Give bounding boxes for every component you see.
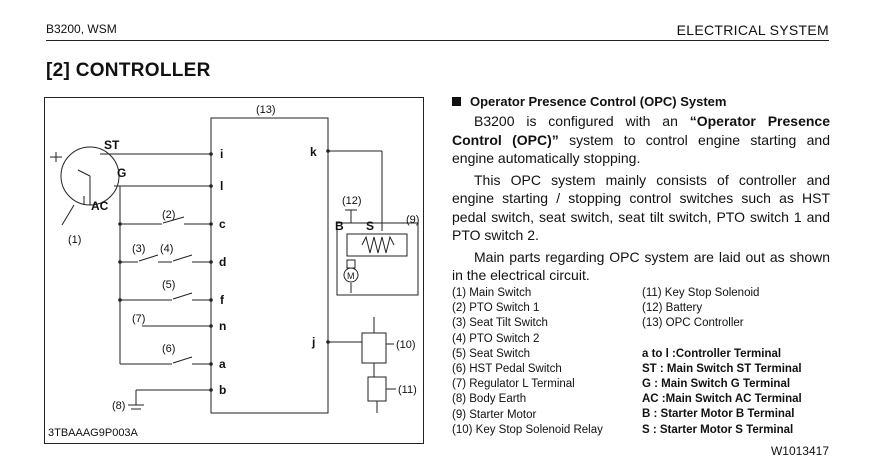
- legend-item: (1) Main Switch: [452, 287, 532, 299]
- legend-terminal-item: S : Starter Motor S Terminal: [642, 423, 794, 436]
- terminal-j: j: [311, 335, 315, 349]
- terminal-l: l: [220, 179, 223, 193]
- controller-box: [210, 117, 329, 414]
- label-n7: (7): [132, 313, 145, 325]
- p1-bold: “Operator Presence Control (OPC)”: [452, 113, 830, 148]
- footer-id: W1013417: [770, 444, 829, 458]
- label-controller: (13): [256, 104, 276, 116]
- terminal-n: n: [219, 319, 226, 333]
- label-st: ST: [104, 138, 120, 152]
- legend-item: (5) Seat Switch: [452, 347, 530, 360]
- legend-item: (7) Regulator L Terminal: [452, 378, 575, 391]
- terminal-d: d: [219, 255, 226, 269]
- opc-paragraph-1: B3200 is configured with an “Operator Pr…: [452, 112, 830, 168]
- label-n6: (6): [162, 343, 175, 355]
- legend-terminal-item: B : Starter Motor B Terminal: [642, 408, 795, 421]
- diagram-frame: [44, 97, 424, 444]
- legend-terminal-item: G : Main Switch G Terminal: [642, 378, 791, 391]
- terminal-i: i: [220, 147, 223, 161]
- header-model: B3200, WSM: [46, 22, 117, 36]
- terminal-c: c: [219, 217, 226, 231]
- opc-description: Operator Presence Control (OPC) System B…: [452, 92, 830, 285]
- terminal-a: a: [219, 357, 226, 371]
- legend-item: (8) Body Earth: [452, 393, 527, 406]
- opc-title-text: Operator Presence Control (OPC) System: [470, 94, 727, 109]
- opc-paragraph-3: Main parts regarding OPC system are laid…: [452, 248, 830, 284]
- label-ac: AC: [91, 199, 109, 213]
- p1-part-b: system to control engine starting and en…: [452, 131, 830, 167]
- label-n8: (8): [112, 400, 125, 412]
- label-n2: (2): [162, 209, 175, 221]
- terminal-b: b: [219, 383, 226, 397]
- legend-item: (13) OPC Controller: [642, 317, 744, 330]
- legend-item: (4) PTO Switch 2: [452, 332, 540, 345]
- label-n4: (4): [160, 243, 173, 255]
- opc-title: Operator Presence Control (OPC) System: [452, 94, 830, 109]
- opc-paragraph-2: This OPC system mainly consists of contr…: [452, 171, 830, 244]
- label-motor-s: S: [366, 219, 374, 233]
- legend-item: (6) HST Pedal Switch: [452, 363, 562, 376]
- label-g: G: [117, 166, 126, 180]
- terminal-f: f: [220, 293, 225, 307]
- legend-item: (9) Starter Motor: [452, 408, 537, 421]
- label-n9: (9): [406, 214, 419, 226]
- legend-item: (10) Key Stop Solenoid Relay: [452, 423, 603, 436]
- header-rule: [46, 40, 829, 41]
- label-motor-b: B: [335, 219, 344, 233]
- legend-terminal-item: AC :Main Switch AC Terminal: [642, 393, 802, 406]
- legend-right-column: (11) Key Stop Solenoid (12) Battery (13)…: [642, 286, 842, 438]
- label-n12: (12): [342, 195, 362, 207]
- legend-left-column: (1) Main Switch (2) PTO Switch 1 (3) Sea…: [452, 286, 642, 438]
- legend-item: (11) Key Stop Solenoid: [642, 287, 760, 299]
- label-n1: (1): [68, 234, 81, 246]
- label-motor-m: M: [347, 271, 355, 281]
- label-n5: (5): [162, 279, 175, 291]
- legend-item: (3) Seat Tilt Switch: [452, 317, 548, 330]
- section-title: [2] CONTROLLER: [46, 60, 211, 81]
- label-n11: (11): [398, 384, 417, 396]
- legend-terminal-item: a to l :Controller Terminal: [642, 347, 782, 360]
- legend-item: (12) Battery: [642, 302, 703, 315]
- label-n3: (3): [132, 243, 145, 255]
- wiring-diagram: (13) ST G AC (1) (2) (3) (4) (5) (7) (6)…: [44, 97, 424, 444]
- figure-id: 3TBAAAG9P003A: [48, 427, 138, 439]
- legend-item: (2) PTO Switch 1: [452, 302, 540, 315]
- terminal-k: k: [310, 145, 317, 159]
- square-bullet-icon: [452, 97, 461, 106]
- legend-spacer: [642, 332, 842, 347]
- label-n10: (10): [396, 339, 416, 351]
- legend-terminal-item: ST : Main Switch ST Terminal: [642, 362, 802, 375]
- p1-part-a: B3200 is configured with an: [474, 113, 690, 129]
- header-chapter: ELECTRICAL SYSTEM: [676, 22, 829, 38]
